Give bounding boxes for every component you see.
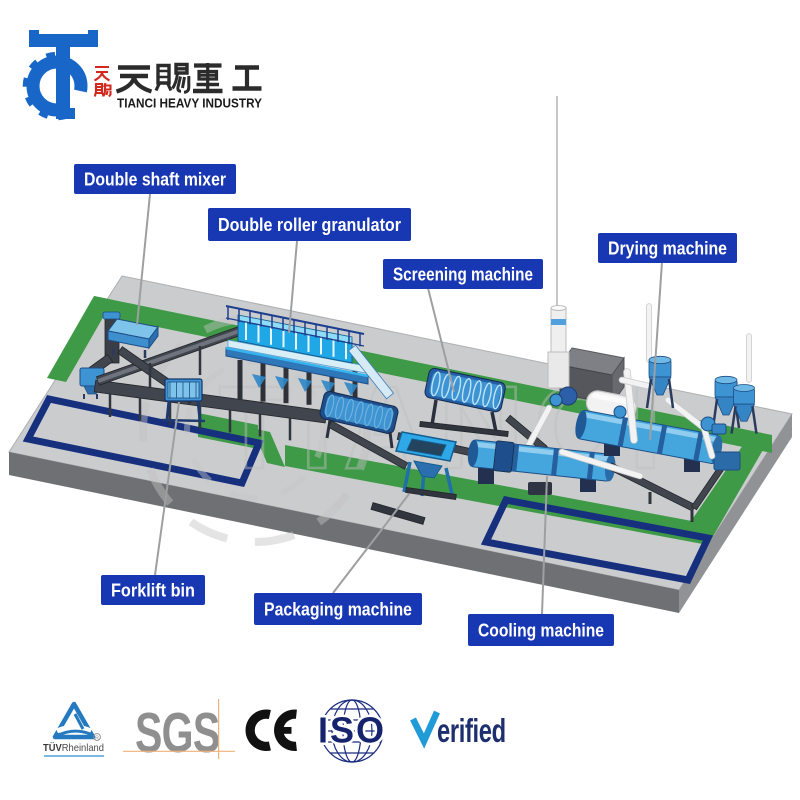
svg-text:Double shaft mixer: Double shaft mixer xyxy=(84,168,226,189)
svg-text:Drying machine: Drying machine xyxy=(608,237,727,258)
svg-text:TÜVRheinland: TÜVRheinland xyxy=(43,741,104,754)
svg-text:Double roller granulator: Double roller granulator xyxy=(218,214,401,235)
svg-text:Forklift bin: Forklift bin xyxy=(111,579,195,600)
svg-text:TIANCI HEAVY INDUSTRY: TIANCI HEAVY INDUSTRY xyxy=(117,97,263,111)
svg-text:Packaging machine: Packaging machine xyxy=(264,598,412,619)
svg-text:ISO: ISO xyxy=(318,710,386,751)
svg-text:erified: erified xyxy=(437,713,506,750)
svg-text:SGS: SGS xyxy=(135,700,220,764)
svg-text:R: R xyxy=(95,735,99,741)
svg-text:Screening machine: Screening machine xyxy=(393,263,533,284)
svg-text:Cooling machine: Cooling machine xyxy=(478,619,604,640)
